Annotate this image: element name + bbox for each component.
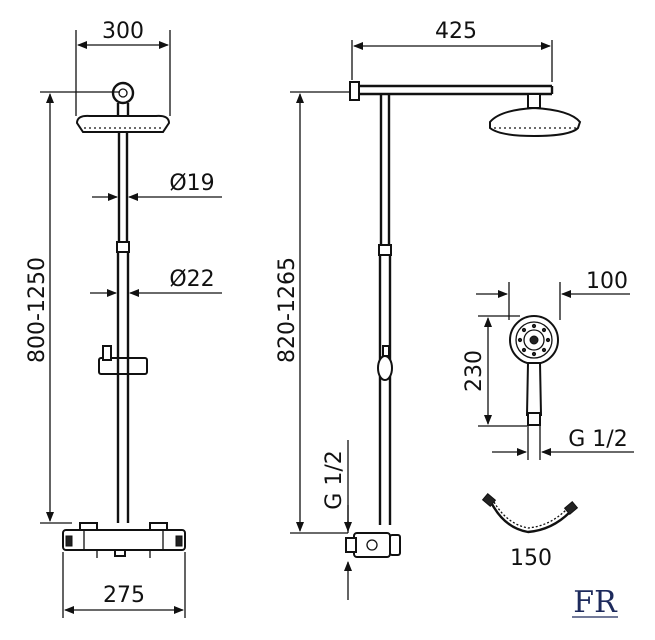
hand-shower-length-label: 230 xyxy=(462,350,487,392)
side-view: 425 820-1265 xyxy=(275,19,582,600)
front-diameter-upper-label: Ø19 xyxy=(169,171,214,196)
side-shower-head xyxy=(489,106,582,138)
hand-shower-width-label: 100 xyxy=(586,269,628,294)
hand-shower-thread-label: G 1/2 xyxy=(568,427,627,452)
hose-view: 150 xyxy=(481,493,579,571)
overhead-shower-head xyxy=(75,81,171,133)
logo-mark: FR xyxy=(573,585,618,620)
front-view: 300 Ø19 Ø22 xyxy=(25,19,222,618)
thermostatic-mixer-front xyxy=(62,522,186,558)
hose-length-label: 150 xyxy=(510,546,552,571)
front-shower-width-label: 300 xyxy=(102,19,144,44)
brand-logo: FR xyxy=(572,585,618,620)
side-height-range-label: 820-1265 xyxy=(275,257,300,363)
hand-shower-nozzles xyxy=(517,323,551,357)
side-slider xyxy=(377,345,393,381)
slider-holder xyxy=(98,345,148,375)
side-arm-length-label: 425 xyxy=(435,19,477,44)
front-height-range-label: 800-1250 xyxy=(25,257,50,363)
thermostatic-mixer-side xyxy=(345,532,401,558)
side-inlet-thread-label: G 1/2 xyxy=(322,450,347,509)
front-diameter-lower-label: Ø22 xyxy=(169,267,214,292)
front-mixer-width-label: 275 xyxy=(103,583,145,608)
hand-shower-view: 100 230 G 1/2 xyxy=(462,269,634,460)
